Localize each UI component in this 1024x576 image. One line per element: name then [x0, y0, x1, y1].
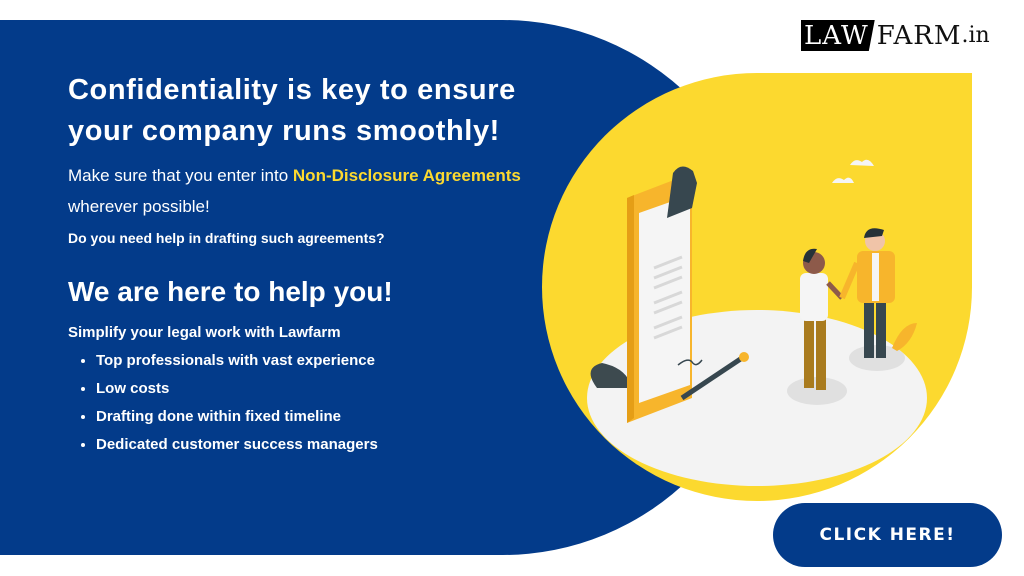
benefit-item: Drafting done within fixed timeline	[96, 403, 538, 431]
intro-before: Make sure that you enter into	[68, 166, 293, 185]
intro-after: wherever possible!	[68, 197, 210, 216]
yellow-leaf-shape	[542, 73, 972, 501]
intro-text: Make sure that you enter into Non-Disclo…	[68, 160, 538, 222]
question-text: Do you need help in drafting such agreem…	[68, 230, 385, 246]
handshake-contract-illustration	[587, 159, 927, 486]
main-content: Confidentiality is key to ensure your co…	[68, 70, 538, 459]
simplify-text: Simplify your legal work with Lawfarm	[68, 324, 341, 341]
clouds	[832, 159, 874, 183]
click-here-button[interactable]: CLICK HERE!	[773, 503, 1002, 567]
benefit-item: Dedicated customer success managers	[96, 431, 538, 459]
benefits-list: Top professionals with vast experience L…	[68, 347, 538, 459]
logo-tld: .in	[961, 23, 990, 48]
lawfarm-logo[interactable]: LAW FARM .in	[801, 20, 990, 51]
headline: Confidentiality is key to ensure your co…	[68, 74, 516, 147]
benefit-item: Top professionals with vast experience	[96, 347, 538, 375]
intro-highlight: Non-Disclosure Agreements	[292, 166, 521, 185]
logo-farm: FARM	[876, 20, 962, 51]
benefit-item: Low costs	[96, 375, 538, 403]
subheadline: We are here to help you!	[68, 276, 393, 307]
logo-law: LAW	[801, 20, 875, 51]
